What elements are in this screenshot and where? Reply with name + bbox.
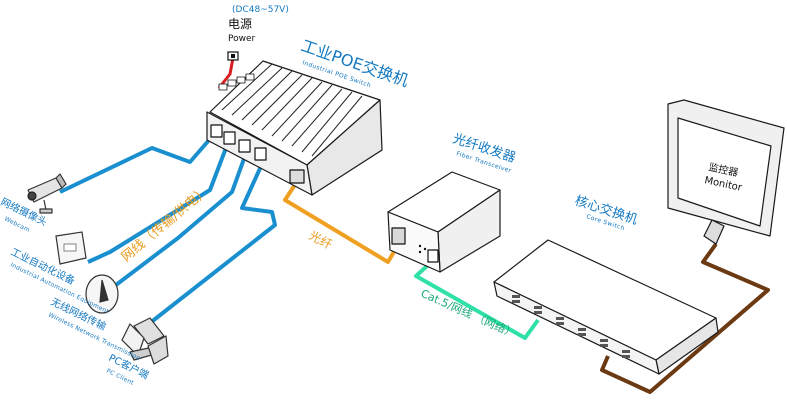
poe-cable-pc	[148, 163, 277, 325]
power-label-en: Power	[228, 34, 256, 44]
cat5-cable	[414, 256, 540, 340]
core-switch-device	[493, 239, 719, 375]
fiber-cable	[283, 178, 404, 264]
poe-cables	[59, 130, 277, 325]
poe-cable-webcam	[59, 130, 218, 194]
power-connector	[227, 51, 239, 61]
power-terminal	[218, 73, 255, 91]
monitor-cable	[600, 242, 770, 394]
poe-ports	[210, 124, 267, 161]
poe-cable-wireless	[110, 155, 247, 290]
monitor-device	[667, 99, 785, 245]
power-cable	[217, 57, 235, 89]
poe-cable-automation	[87, 139, 231, 264]
pc-client-icon	[121, 317, 169, 365]
core-switch-ports	[512, 295, 630, 358]
webcam-icon	[27, 173, 67, 214]
poe-cable-label: 网线（传输/供电）	[118, 183, 211, 265]
power-label-cn: 电源	[228, 17, 252, 31]
heatsink-fins	[221, 63, 363, 157]
wireless-ap-icon	[85, 274, 119, 314]
automation-equipment-icon	[55, 231, 87, 265]
poe-fiber-port	[289, 169, 305, 184]
fiber-label: 光纤	[307, 228, 335, 252]
fiber-transceiver-device	[387, 171, 501, 273]
power-voltage-label: (DC48~57V)	[232, 5, 289, 15]
poe-switch-device	[206, 60, 383, 196]
